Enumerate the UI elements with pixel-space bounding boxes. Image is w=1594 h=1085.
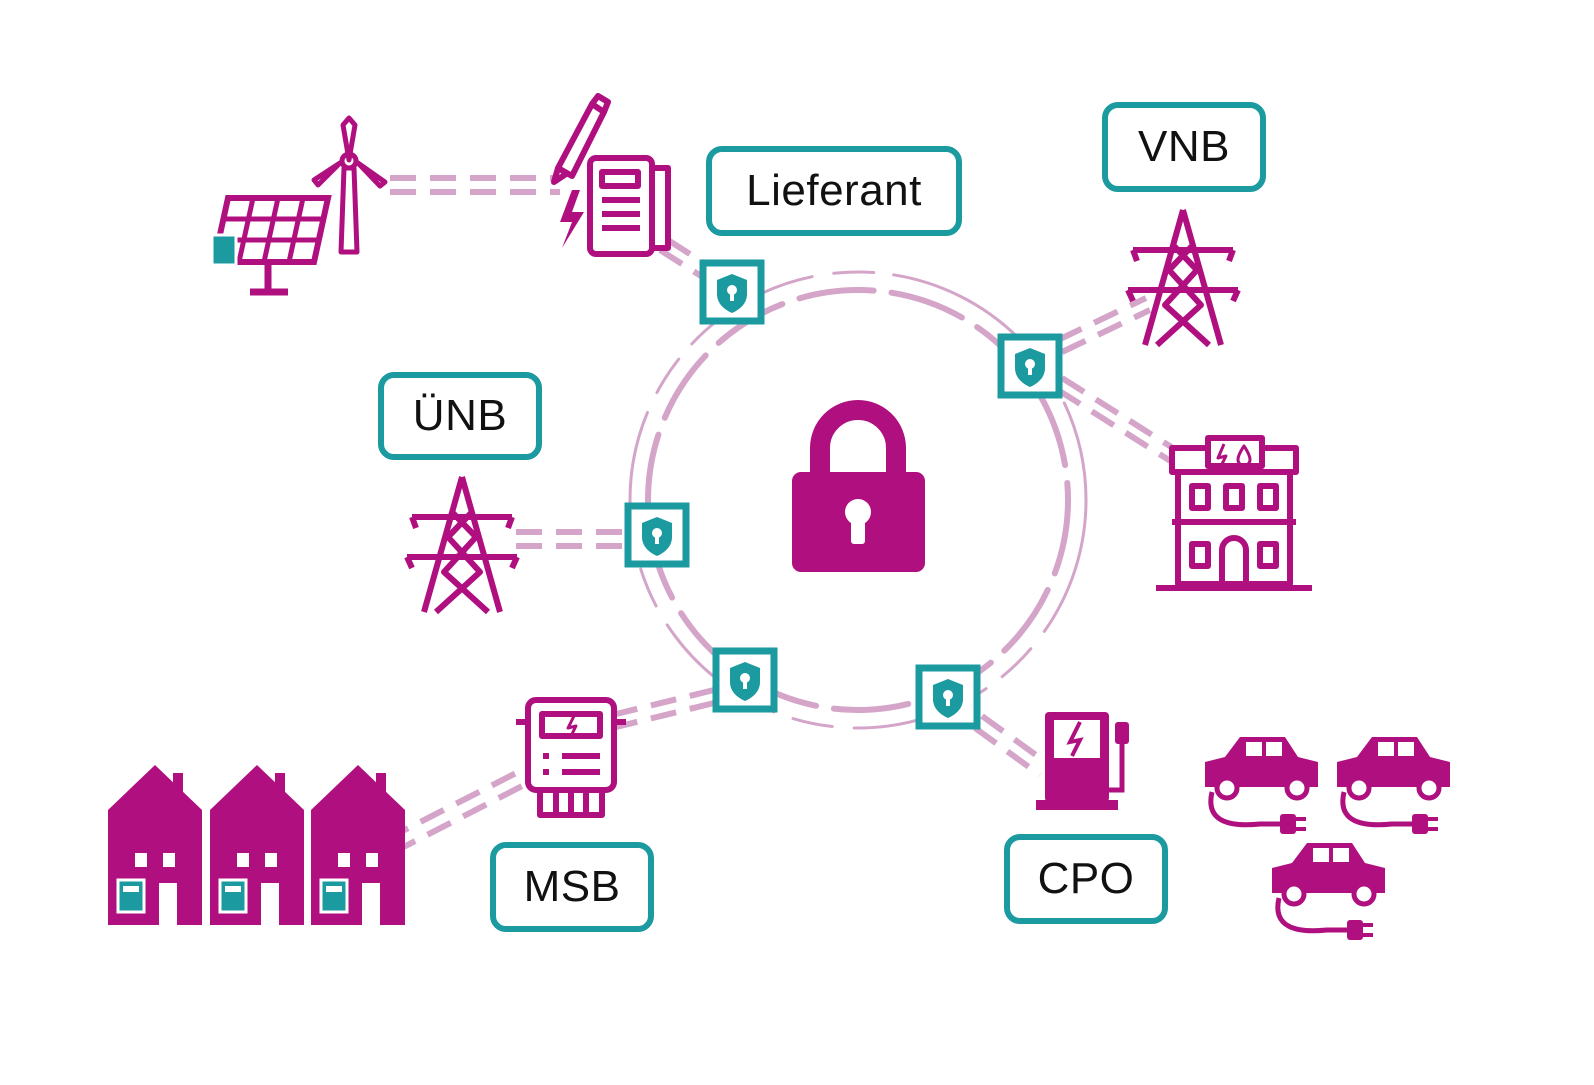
power-pylon-icon [1128, 210, 1238, 345]
secure-ring [628, 270, 1088, 730]
electric-car-icon [1272, 843, 1385, 940]
smart-meter-icon [516, 697, 626, 818]
contract-pen-icon [551, 93, 671, 257]
shield-lock-icon [703, 263, 761, 321]
label-vnb-text: VNB [1138, 122, 1230, 171]
shield-lock-icon [628, 506, 686, 564]
label-unb: ÜNB [378, 372, 542, 460]
label-vnb: VNB [1102, 102, 1266, 192]
solar-panel-icon [210, 195, 332, 296]
electric-car-icon [1205, 737, 1318, 834]
label-unb-text: ÜNB [412, 391, 508, 440]
label-lieferant: Lieferant [706, 146, 962, 236]
shield-lock-icon [919, 668, 977, 726]
shield-lock-icon [716, 651, 774, 709]
label-cpo: CPO [1004, 834, 1168, 924]
electric-car-icon [1337, 737, 1450, 834]
house-icon [106, 763, 204, 927]
label-cpo-text: CPO [1037, 854, 1135, 903]
utility-building-icon [1156, 435, 1312, 591]
house-icon [208, 763, 306, 927]
wind-turbine-icon [311, 115, 388, 255]
shield-lock-icon [1001, 337, 1059, 395]
ev-charger-icon [1036, 712, 1129, 810]
label-msb-text: MSB [523, 862, 621, 911]
house-icon [309, 763, 407, 927]
label-lieferant-text: Lieferant [746, 166, 922, 215]
label-msb: MSB [490, 842, 654, 932]
padlock-icon [792, 400, 925, 572]
power-pylon-icon [407, 477, 517, 612]
